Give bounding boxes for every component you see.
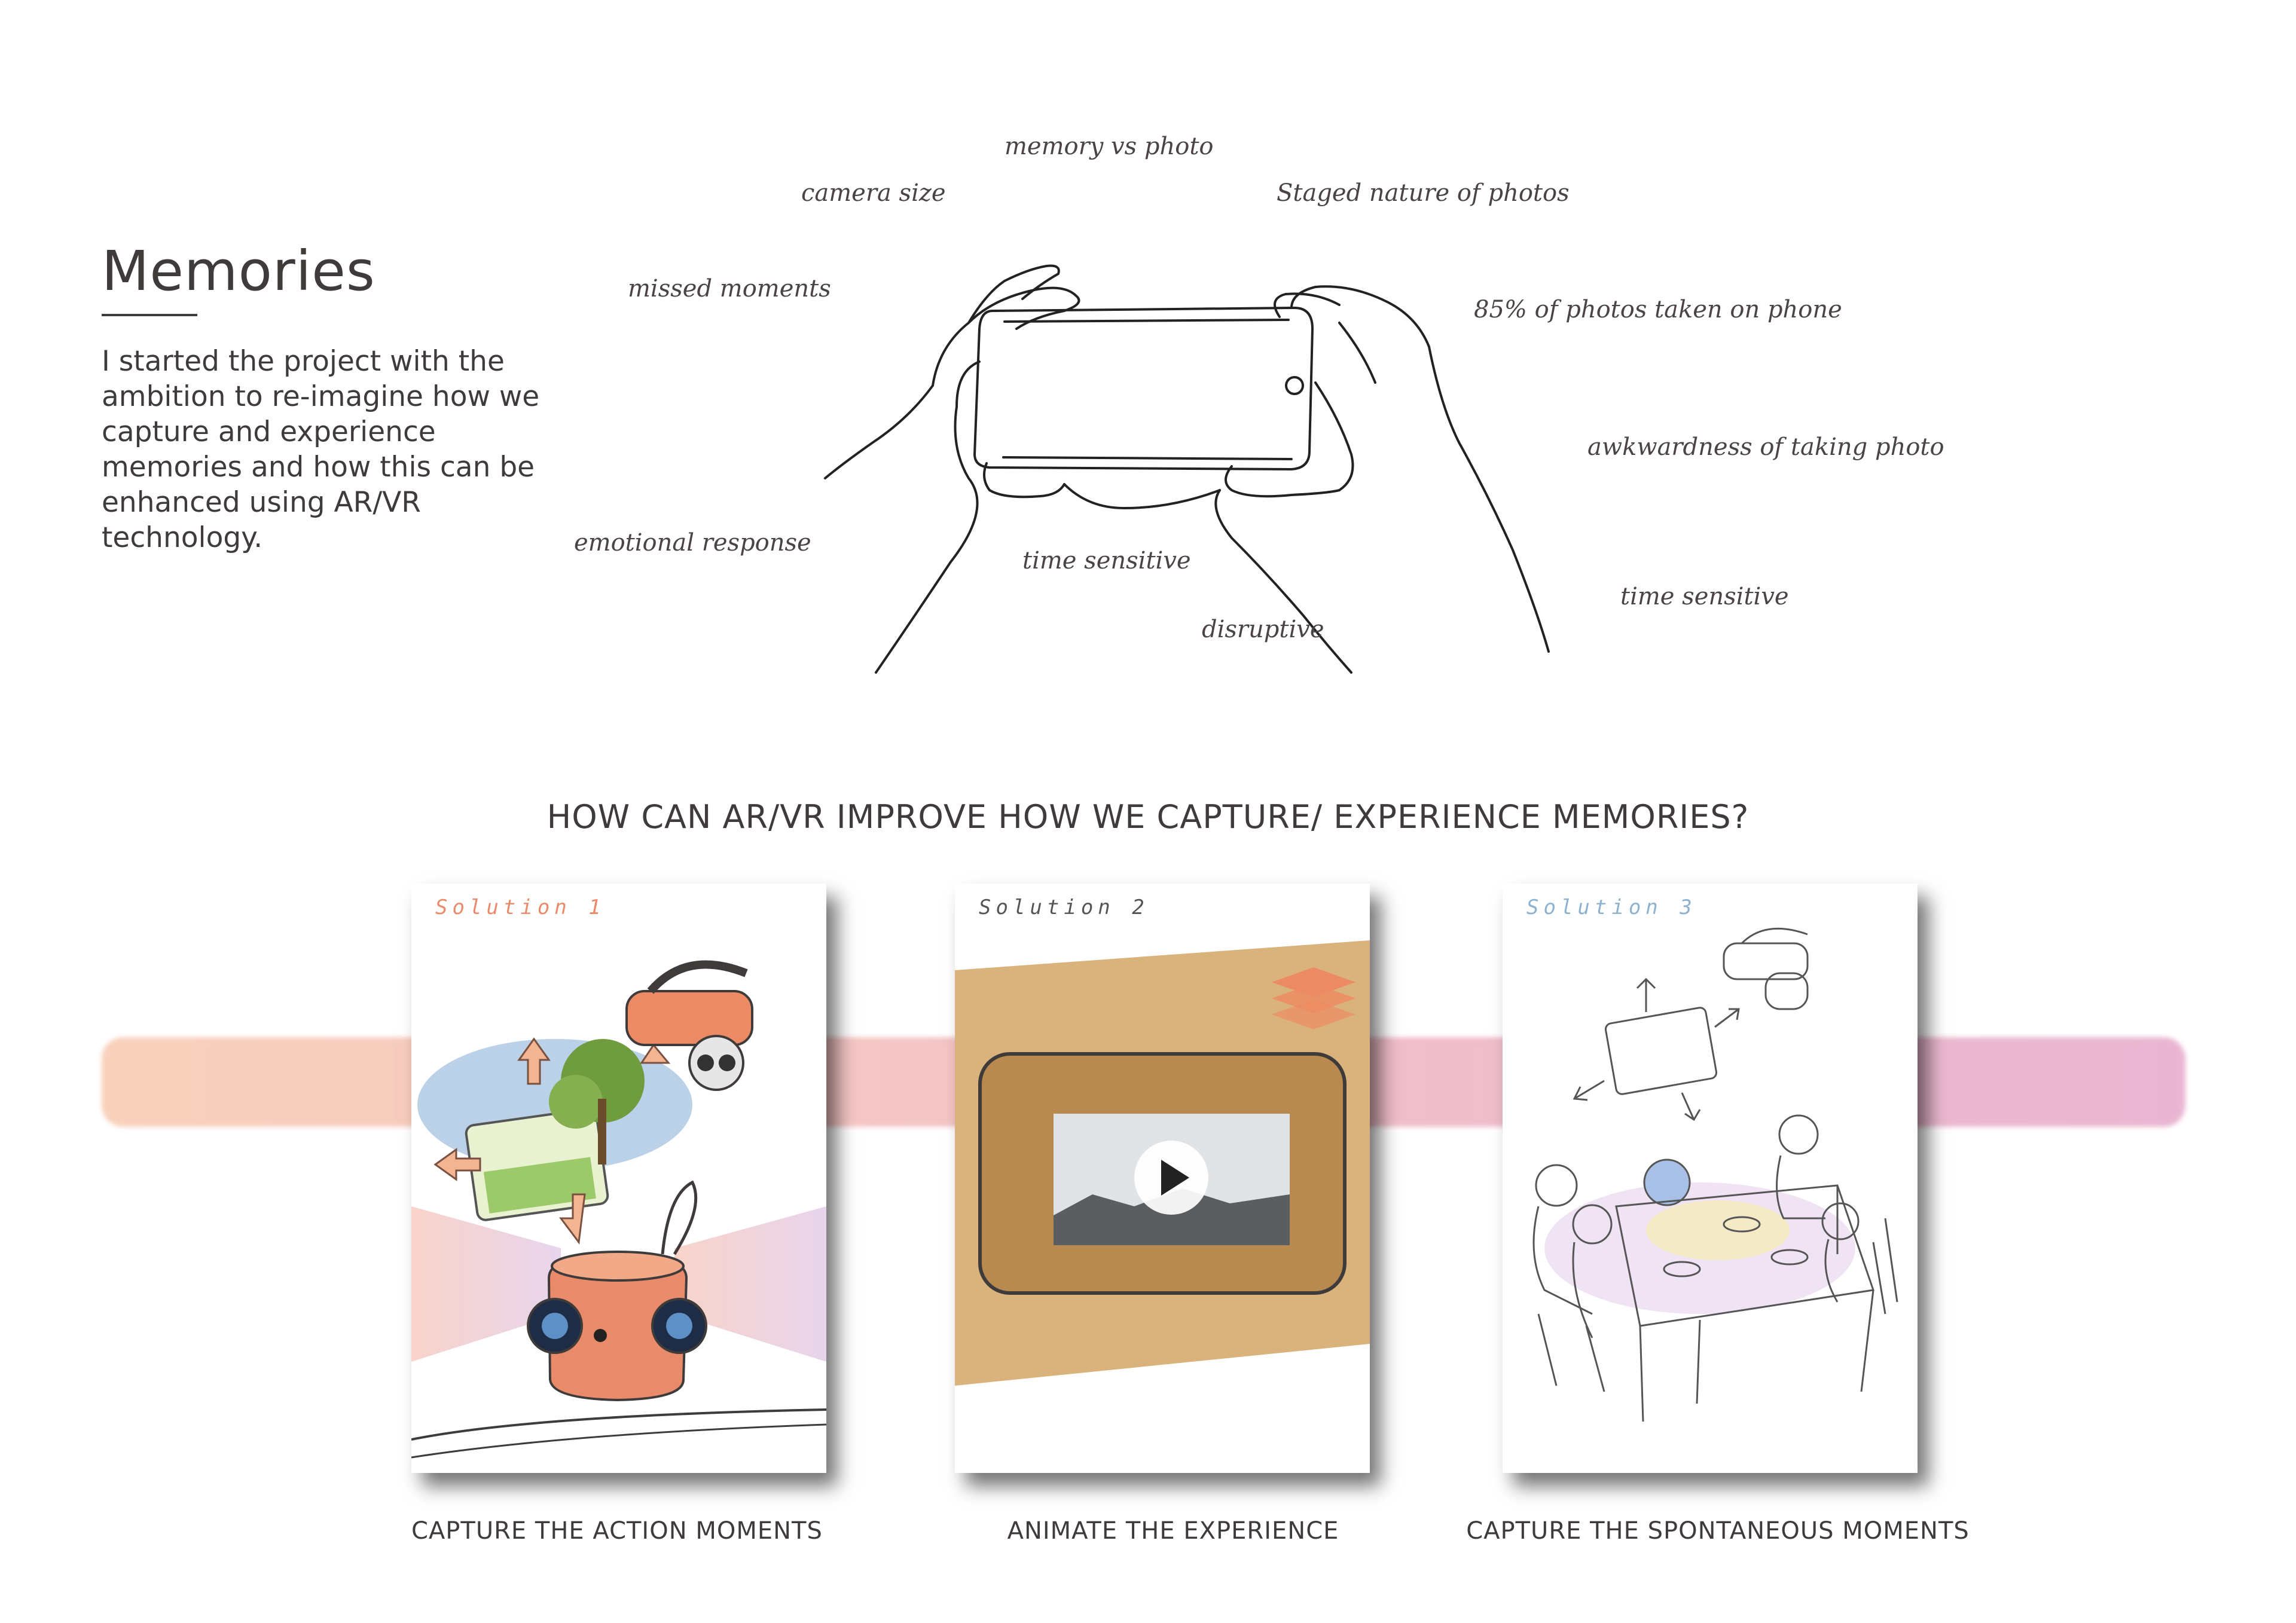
note-memory-vs-photo: memory vs photo	[1004, 133, 1214, 160]
solution-label: Solution 2	[979, 895, 1149, 919]
note-emotional-response: emotional response	[574, 529, 811, 557]
action-camera-illustration	[411, 960, 826, 1459]
note-awkwardness: awkwardness of taking photo	[1587, 433, 1944, 461]
dinner-table-illustration	[1532, 927, 1898, 1422]
note-disruptive: disruptive	[1202, 616, 1324, 643]
animated-photo-frame-illustration	[955, 940, 1370, 1386]
note-staged-nature: Staged nature of photos	[1277, 179, 1570, 207]
solution-caption: CAPTURE THE ACTION MOMENTS	[411, 1517, 823, 1545]
note-missed-moments: missed moments	[628, 275, 831, 302]
page-title: Memories	[102, 239, 375, 303]
note-photos-on-phone: 85% of photos taken on phone	[1474, 296, 1842, 323]
solution-card-3: Solution 3	[1503, 884, 1918, 1473]
layers-icon	[1272, 967, 1355, 1029]
solution-caption: CAPTURE THE SPONTANEOUS MOMENTS	[1466, 1517, 1970, 1545]
hands-holding-phone-sketch	[824, 264, 1550, 674]
intro-paragraph: I started the project with the ambition …	[102, 345, 540, 554]
note-time-sensitive: time sensitive	[1022, 547, 1191, 574]
note-time-sensitive-2: time sensitive	[1620, 583, 1789, 610]
solution-label: Solution 3	[1526, 895, 1697, 919]
solution-card-1: Solution 1	[411, 884, 826, 1473]
note-camera-size: camera size	[801, 179, 946, 207]
section-heading: HOW CAN AR/VR IMPROVE HOW WE CAPTURE/ EX…	[546, 798, 1750, 836]
solution-caption: ANIMATE THE EXPERIENCE	[1007, 1517, 1339, 1545]
title-underline	[102, 314, 197, 316]
solution-label: Solution 1	[435, 895, 606, 919]
solution-card-2: Solution 2	[955, 884, 1370, 1473]
